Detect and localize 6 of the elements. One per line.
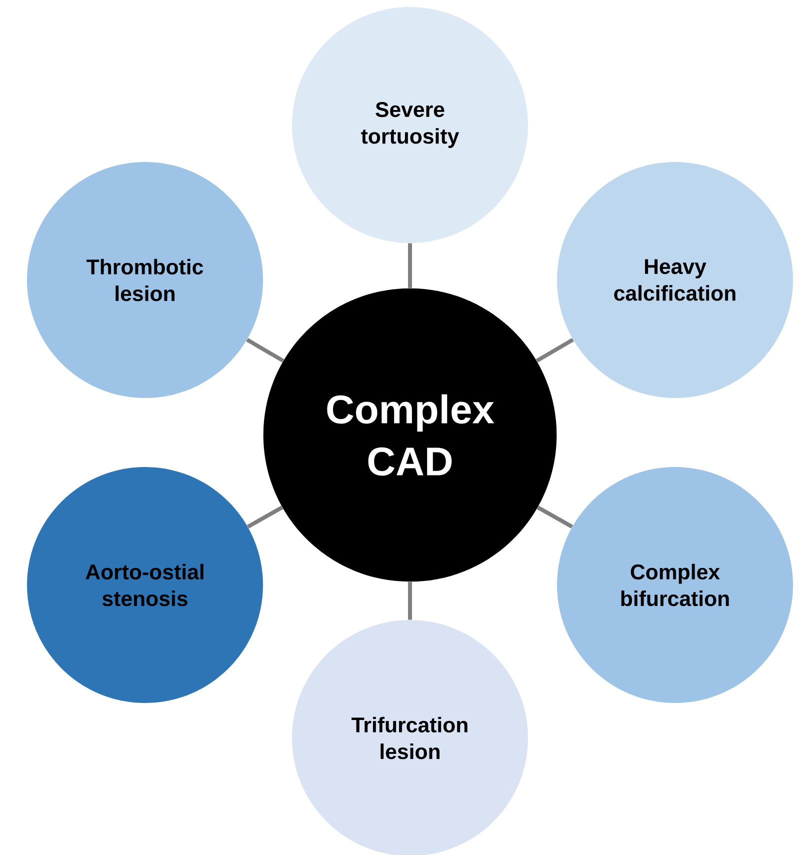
connector-line [246, 338, 284, 363]
connector-line [408, 582, 412, 620]
connector-line [536, 338, 574, 363]
connector-line [408, 243, 412, 288]
connector-line [536, 506, 574, 528]
connector-line [246, 506, 284, 528]
